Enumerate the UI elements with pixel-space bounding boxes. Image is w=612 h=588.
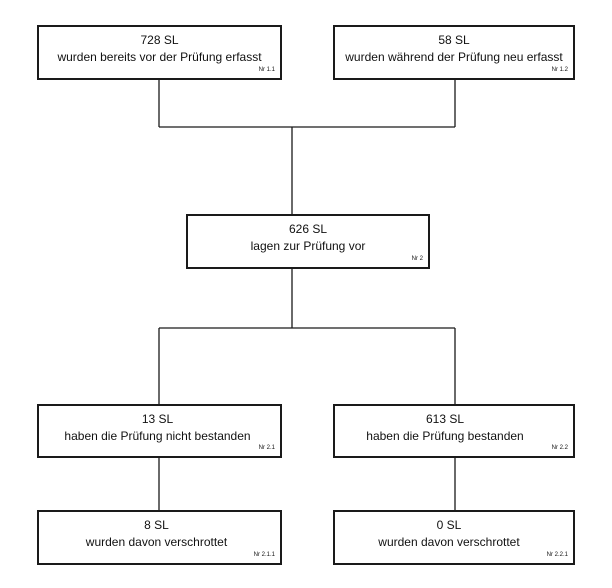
box-count: 613 SL bbox=[425, 412, 465, 426]
box-count: 626 SL bbox=[288, 222, 328, 236]
box-number: Nr 2.2.1 bbox=[546, 552, 568, 558]
box-text: wurden davon verschrottet bbox=[378, 535, 520, 549]
box-text: wurden davon verschrottet bbox=[85, 535, 228, 549]
box-nr-1-1: 728 SL wurden bereits vor der Prüfung er… bbox=[37, 25, 282, 80]
box-number: Nr 1.2 bbox=[551, 67, 568, 73]
box-text: haben die Prüfung bestanden bbox=[366, 429, 524, 443]
box-number: Nr 2.1 bbox=[258, 445, 275, 451]
box-text: wurden bereits vor der Prüfung erfasst bbox=[57, 50, 262, 64]
box-nr-2-1-1: 8 SL wurden davon verschrottet Nr 2.1.1 bbox=[37, 510, 282, 565]
box-nr-2-1: 13 SL haben die Prüfung nicht bestanden … bbox=[37, 404, 282, 458]
box-nr-2-2: 613 SL haben die Prüfung bestanden Nr 2.… bbox=[333, 404, 575, 458]
box-count: 728 SL bbox=[140, 33, 179, 47]
box-number: Nr 1.1 bbox=[258, 67, 275, 73]
box-count: 58 SL bbox=[438, 33, 470, 47]
box-count: 13 SL bbox=[141, 412, 174, 426]
box-nr-2-2-1: 0 SL wurden davon verschrottet Nr 2.2.1 bbox=[333, 510, 575, 565]
box-count: 8 SL bbox=[144, 518, 169, 532]
box-number: Nr 2.2 bbox=[551, 445, 568, 451]
box-nr-2: 626 SL lagen zur Prüfung vor Nr 2 bbox=[186, 214, 430, 269]
box-count: 0 SL bbox=[436, 518, 462, 532]
box-nr-1-2: 58 SL wurden während der Prüfung neu erf… bbox=[333, 25, 575, 80]
box-number: Nr 2 bbox=[411, 256, 423, 262]
box-number: Nr 2.1.1 bbox=[253, 552, 275, 558]
box-text: haben die Prüfung nicht bestanden bbox=[64, 429, 251, 443]
box-text: wurden während der Prüfung neu erfasst bbox=[345, 50, 563, 64]
box-text: lagen zur Prüfung vor bbox=[250, 239, 366, 253]
